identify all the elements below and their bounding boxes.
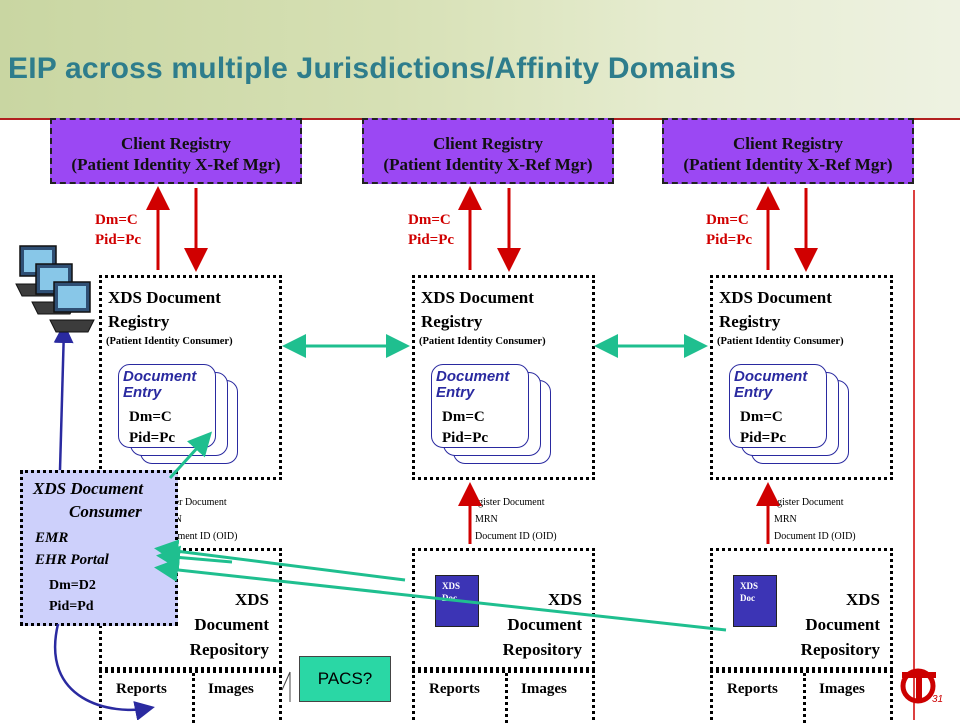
register-document-label-2: Register Document MRN Document ID (OID) <box>467 497 557 542</box>
client-registry-title: Client Registry <box>732 134 843 153</box>
client-registry-subtitle: (Patient Identity X-Ref Mgr) <box>71 155 281 174</box>
page-title: EIP across multiple Jurisdictions/Affini… <box>8 52 736 85</box>
pid-label: Pid=Pc <box>95 232 142 248</box>
header-background <box>0 0 960 118</box>
registry-subtitle: (Patient Identity Consumer) <box>717 336 844 347</box>
reports-label: Reports <box>429 681 480 697</box>
register-document-label-3: Register Document MRN Document ID (OID) <box>766 497 856 542</box>
pacs-box: PACS? <box>299 656 391 702</box>
client-registry-3: Client Registry (Patient Identity X-Ref … <box>662 118 914 184</box>
domain-label-2: Dm=C Pid=Pc <box>408 210 454 250</box>
divider <box>192 673 195 723</box>
client-registry-1: Client Registry (Patient Identity X-Ref … <box>50 118 302 184</box>
client-registry-subtitle: (Patient Identity X-Ref Mgr) <box>683 155 893 174</box>
organization-logo-icon <box>900 668 936 704</box>
client-registry-title: Client Registry <box>432 134 543 153</box>
client-registry-title: Client Registry <box>120 134 231 153</box>
client-registry-subtitle: (Patient Identity X-Ref Mgr) <box>383 155 593 174</box>
reports-label: Reports <box>727 681 778 697</box>
computer-icon <box>31 263 77 315</box>
client-registry-2: Client Registry (Patient Identity X-Ref … <box>362 118 614 184</box>
dm-label: Dm=C <box>706 212 749 228</box>
pid-label: Pid=Pc <box>706 232 753 248</box>
pid-label: Pid=Pc <box>408 232 455 248</box>
computer-workstations-icon <box>15 245 95 333</box>
pacs-connector-2 <box>281 671 291 691</box>
divider <box>505 673 508 723</box>
reports-images-2: Reports Images <box>412 670 595 723</box>
reports-images-1: Reports Images <box>99 670 282 723</box>
dm-label: Dm=C <box>95 212 138 228</box>
images-label: Images <box>208 681 254 697</box>
reports-images-3: Reports Images <box>710 670 893 723</box>
reports-label: Reports <box>116 681 167 697</box>
domain-label-3: Dm=C Pid=Pc <box>706 210 752 250</box>
divider <box>803 673 806 723</box>
computer-icon <box>49 281 95 333</box>
arrow-consumer-to-computers <box>53 323 74 471</box>
computer-icon <box>15 245 61 297</box>
images-label: Images <box>521 681 567 697</box>
registry-subtitle: (Patient Identity Consumer) <box>419 336 546 347</box>
images-label: Images <box>819 681 865 697</box>
register-document-label-1: ster Document RN cument ID (OID) <box>168 497 238 542</box>
page-number: 31 <box>932 694 944 705</box>
registry-subtitle: (Patient Identity Consumer) <box>106 336 233 347</box>
domain-label-1: Dm=C Pid=Pc <box>95 210 141 250</box>
dm-label: Dm=C <box>408 212 451 228</box>
